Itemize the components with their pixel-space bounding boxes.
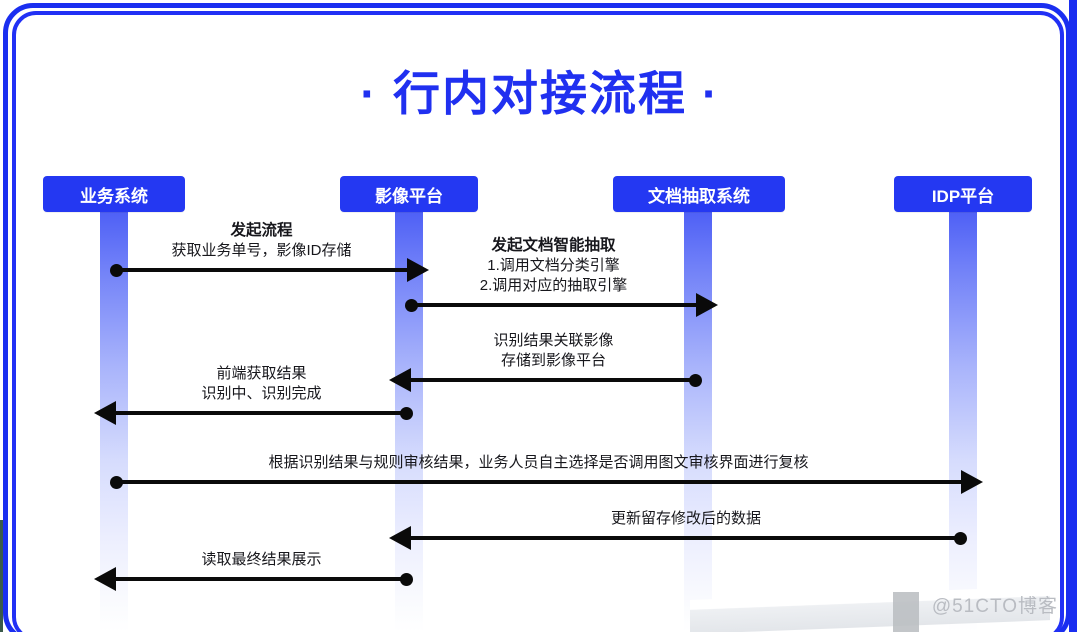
message-label-m2: 发起文档智能抽取 1.调用文档分类引擎 2.调用对应的抽取引擎: [409, 236, 698, 296]
message-line-stroke: [409, 536, 963, 540]
message-origin-dot: [400, 406, 413, 420]
right-edge-accent: [1069, 0, 1077, 632]
lifeline-header-label: 文档抽取系统: [648, 186, 750, 206]
message-origin-dot: [689, 373, 702, 387]
arrowhead-right-icon: [696, 293, 718, 317]
lifeline-header-idp-platform[interactable]: IDP平台: [894, 176, 1032, 212]
message-label-m6: 更新留存修改后的数据: [409, 509, 963, 529]
arrowhead-left-icon: [389, 526, 411, 550]
bottom-gray-block: [893, 592, 919, 632]
message-label-m5: 根据识别结果与规则审核结果，业务人员自主选择是否调用图文审核界面进行复核: [114, 453, 963, 473]
message-line-stroke: [409, 303, 698, 307]
message-label-m7: 读取最终结果展示: [114, 550, 409, 570]
page-title: · 行内对接流程 ·: [360, 67, 720, 120]
lifeline-header-imaging-platform[interactable]: 影像平台: [340, 176, 478, 212]
message-line-stroke: [409, 378, 698, 382]
message-origin-dot: [405, 298, 418, 312]
left-edge-sliver: [0, 520, 3, 632]
message-origin-dot: [110, 263, 123, 277]
message-line-m6-0: 更新留存修改后的数据: [610, 510, 761, 527]
arrowhead-right-icon: [961, 470, 983, 494]
message-line-m7-0: 读取最终结果展示: [201, 551, 322, 568]
lifeline-header-label: 影像平台: [375, 186, 443, 206]
message-label-m3: 识别结果关联影像 存储到影像平台: [409, 331, 698, 371]
message-title-m2: 发起文档智能抽取: [491, 237, 616, 254]
message-line-m5-0: 根据识别结果与规则审核结果，业务人员自主选择是否调用图文审核界面进行复核: [268, 454, 809, 471]
lifeline-header-label: 业务系统: [80, 186, 148, 206]
arrowhead-right-icon: [407, 258, 429, 282]
arrowhead-left-icon: [389, 368, 411, 392]
message-line-m4-1: 识别中、识别完成: [201, 385, 322, 402]
inner-frame-border: [12, 11, 1064, 632]
arrowhead-left-icon: [94, 567, 116, 591]
lifeline-header-business-system[interactable]: 业务系统: [43, 176, 185, 212]
message-label-m1: 发起流程 获取业务单号，影像ID存储: [114, 221, 409, 261]
lifeline-header-label: IDP平台: [931, 186, 995, 206]
message-line-m2-0: 1.调用文档分类引擎: [487, 257, 620, 274]
message-origin-dot: [400, 572, 413, 586]
message-line-stroke: [114, 480, 963, 484]
message-line-stroke: [114, 577, 409, 581]
message-line-stroke: [114, 268, 409, 272]
lifeline-band-doc-extraction: [684, 205, 712, 632]
arrowhead-left-icon: [94, 401, 116, 425]
message-line-m4-0: 前端获取结果: [216, 365, 307, 382]
message-label-m4: 前端获取结果 识别中、识别完成: [114, 364, 409, 404]
message-line-m2-1: 2.调用对应的抽取引擎: [479, 277, 628, 294]
message-line-stroke: [114, 411, 409, 415]
watermark-label: @51CTO博客: [931, 596, 1058, 617]
lifeline-band-idp-platform: [949, 205, 977, 632]
lifeline-header-doc-extraction[interactable]: 文档抽取系统: [613, 176, 785, 212]
message-origin-dot: [110, 475, 123, 489]
message-line-m3-1: 存储到影像平台: [500, 352, 606, 369]
message-line-m1-0: 获取业务单号，影像ID存储: [171, 242, 352, 259]
message-origin-dot: [954, 531, 967, 545]
message-title-m1: 发起流程: [230, 222, 293, 239]
message-line-m3-0: 识别结果关联影像: [493, 332, 614, 349]
